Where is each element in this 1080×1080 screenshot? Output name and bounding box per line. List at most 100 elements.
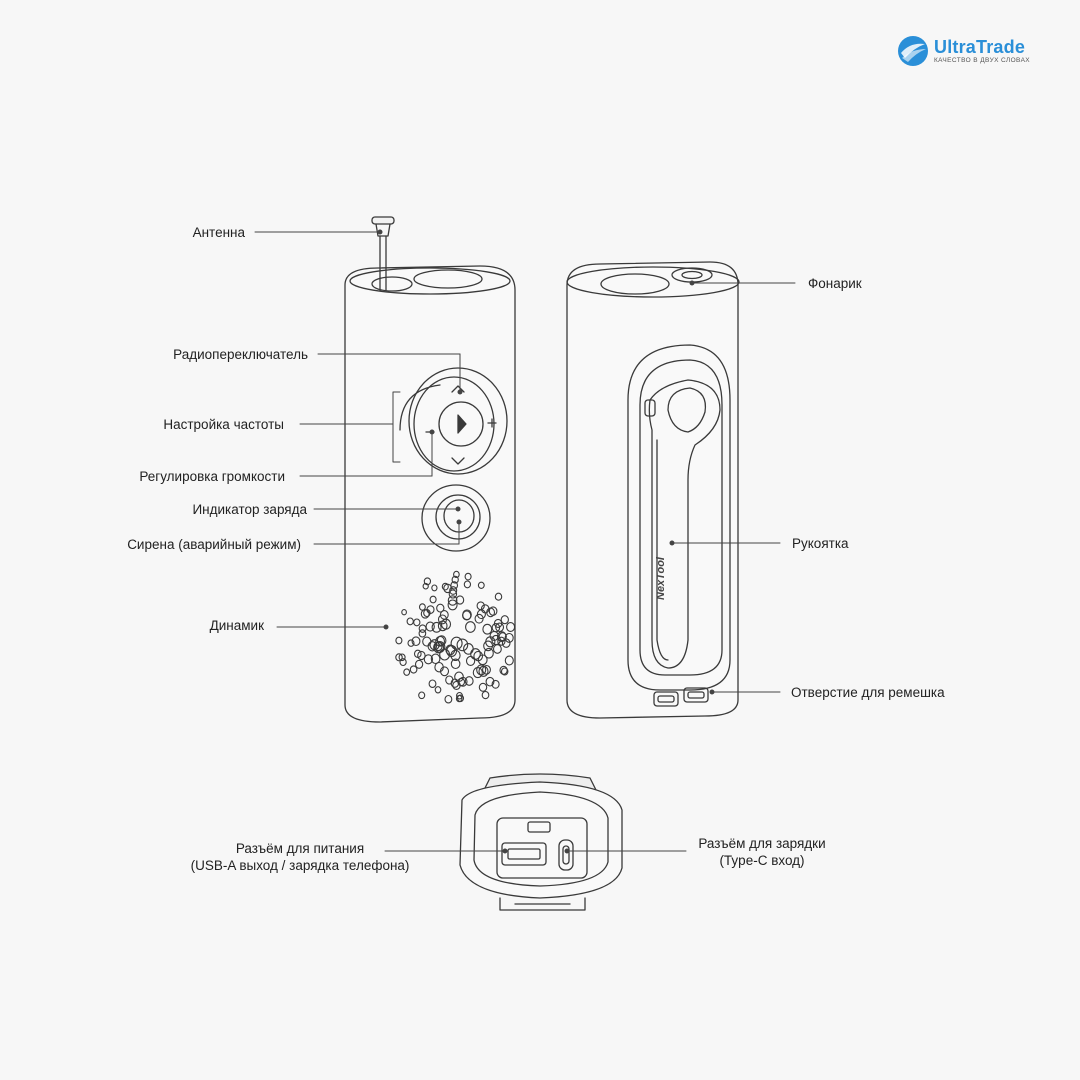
- usb-a-port: [501, 842, 547, 866]
- label-flashlight: Фонарик: [808, 276, 862, 291]
- speaker-hole: [483, 647, 494, 659]
- speaker-hole: [488, 606, 498, 616]
- speaker-hole: [456, 694, 465, 703]
- speaker-hole: [450, 658, 461, 670]
- label-charge-port-line2: (Type-C вход): [719, 853, 805, 868]
- speaker-hole: [493, 618, 503, 628]
- speaker-hole: [485, 636, 496, 648]
- speaker-hole: [406, 617, 414, 626]
- speaker-hole: [450, 649, 461, 662]
- speaker-grille: [395, 570, 516, 704]
- antenna-rod: [371, 216, 395, 291]
- logo-slogan: КАЧЕСТВО В ДВУХ СЛОВАХ: [934, 56, 1031, 64]
- label-radio-switch: Радиопереключатель: [173, 347, 308, 362]
- label-speaker: Динамик: [209, 618, 264, 633]
- speaker-hole: [399, 658, 407, 667]
- speaker-hole: [494, 592, 503, 601]
- speaker-hole: [448, 589, 458, 599]
- speaker-hole: [426, 605, 435, 614]
- speaker-hole: [476, 664, 487, 676]
- speaker-hole: [439, 666, 450, 677]
- speaker-hole: [463, 580, 472, 589]
- handle-recess: [627, 344, 731, 691]
- front-view-device: [344, 216, 516, 723]
- speaker-hole: [465, 621, 476, 633]
- speaker-hole: [504, 655, 514, 666]
- nextool-print: NexTool: [655, 556, 667, 600]
- speaker-hole: [454, 671, 464, 683]
- label-charge-indicator: Индикатор заряда: [192, 502, 307, 517]
- speaker-hole: [477, 581, 485, 589]
- speaker-hole: [418, 629, 427, 638]
- speaker-hole: [443, 583, 452, 594]
- strap-holes: [653, 687, 709, 707]
- speaker-hole: [465, 655, 476, 666]
- speaker-hole: [428, 679, 437, 688]
- speaker-hole: [447, 595, 458, 606]
- speaker-hole: [482, 623, 493, 635]
- speaker-hole: [439, 610, 449, 620]
- speaker-hole: [457, 677, 466, 687]
- speaker-hole: [435, 635, 446, 647]
- speaker-hole: [491, 679, 500, 689]
- type-c-port: [558, 839, 574, 871]
- speaker-hole: [481, 690, 490, 700]
- speaker-hole: [401, 609, 407, 616]
- brand-logo: UltraTrade КАЧЕСТВО В ДВУХ СЛОВАХ: [896, 30, 1052, 72]
- speaker-hole: [504, 632, 514, 643]
- label-handle: Рукоятка: [792, 536, 849, 551]
- logo-brand: UltraTrade: [934, 36, 1026, 57]
- speaker-hole: [434, 640, 446, 653]
- label-antenna: Антенна: [192, 225, 245, 240]
- control-panel: [399, 367, 508, 475]
- speaker-hole: [425, 621, 435, 632]
- label-power-port: Разъём для питания (USB-A выход / зарядк…: [165, 840, 435, 874]
- label-siren: Сирена (аварийный режим): [127, 537, 301, 552]
- speaker-hole: [491, 634, 501, 646]
- speaker-hole: [395, 653, 403, 662]
- speaker-hole: [434, 686, 442, 694]
- speaker-hole: [478, 682, 488, 692]
- label-frequency: Настройка частоты: [163, 417, 284, 432]
- speaker-hole: [430, 653, 441, 665]
- speaker-hole: [398, 653, 406, 662]
- speaker-hole: [470, 648, 481, 660]
- speaker-hole: [437, 614, 448, 625]
- speaker-hole: [450, 636, 463, 650]
- speaker-hole: [455, 595, 465, 605]
- speaker-hole: [464, 676, 474, 686]
- speaker-hole: [462, 609, 472, 621]
- speaker-hole: [441, 582, 449, 591]
- ultratrade-logo-icon: [898, 36, 928, 66]
- bottom-view-device: [459, 773, 623, 911]
- speaker-hole: [431, 621, 442, 633]
- speaker-hole: [445, 675, 454, 685]
- speaker-hole: [411, 636, 421, 647]
- label-charge-port-line1: Разъём для зарядки: [698, 836, 826, 851]
- speaker-hole: [429, 595, 437, 604]
- speaker-hole: [395, 636, 403, 645]
- speaker-hole: [409, 665, 418, 674]
- speaker-hole: [437, 620, 448, 632]
- label-power-port-line2: (USB-A выход / зарядка телефона): [190, 858, 410, 873]
- label-charge-port: Разъём для зарядки (Type-C вход): [672, 835, 852, 869]
- speaker-hole: [482, 664, 491, 675]
- speaker-hole: [506, 622, 516, 632]
- speaker-hole: [403, 668, 411, 676]
- speaker-hole: [491, 623, 501, 633]
- speaker-hole: [500, 667, 509, 676]
- speaker-hole: [477, 654, 488, 666]
- speaker-hole: [444, 694, 453, 704]
- speaker-hole: [447, 599, 458, 611]
- label-power-port-line1: Разъём для питания: [235, 841, 365, 856]
- leader-lines: [254, 229, 796, 854]
- back-view-device: NexTool: [566, 261, 740, 719]
- speaker-hole: [449, 586, 458, 595]
- label-volume: Регулировка громкости: [139, 469, 285, 484]
- speaker-hole: [418, 691, 426, 700]
- speaker-hole: [495, 622, 505, 633]
- speaker-hole: [500, 615, 509, 625]
- speaker-hole: [423, 577, 432, 586]
